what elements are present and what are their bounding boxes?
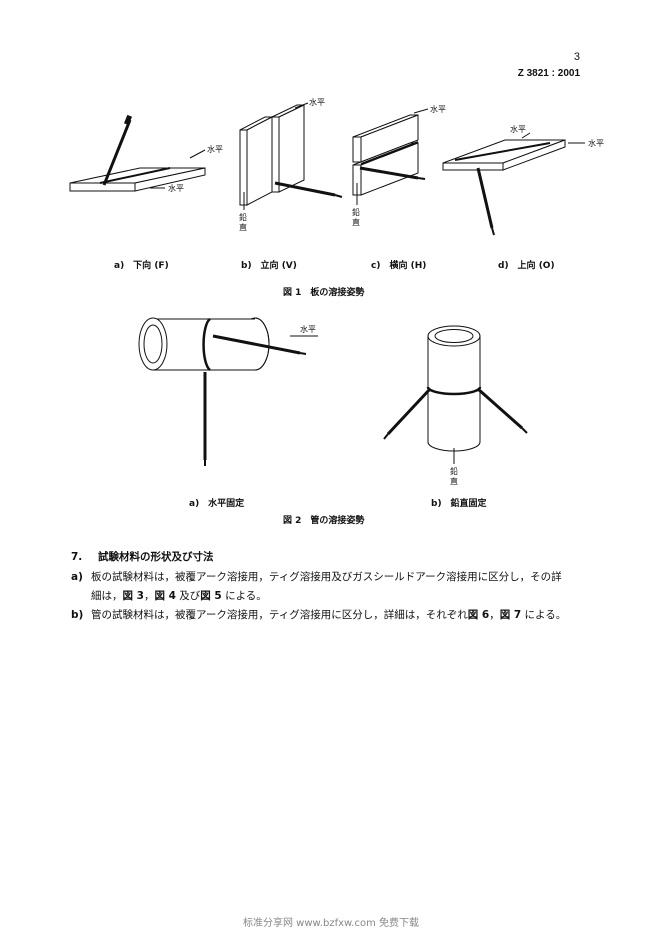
footer-watermark: 标准分享网 www.bzfxw.com 免费下载: [243, 918, 419, 929]
fig1b-vertical-drawing: 水平: [239, 97, 343, 210]
fig1-subcaption-b: b) 立向 (V): [241, 261, 297, 271]
list-marker-b: b): [71, 609, 84, 621]
fig1b-label-horizontal: 水平: [309, 97, 325, 107]
fig2a-label-horizontal: 水平: [300, 324, 316, 334]
fig1b-label-vertical: 鉛直: [239, 213, 247, 232]
fig1-subcaption-a: a) 下向 (F): [114, 261, 169, 271]
fig1d-overhead-drawing: 水平 水平: [442, 124, 604, 236]
list-marker-a: a): [71, 571, 83, 583]
fig2-caption: 図 2 管の溶接姿勢: [283, 516, 365, 526]
fig1c-label-vertical: 鉛直: [352, 208, 360, 227]
fig1-subcaption-c: c) 横向 (H): [371, 261, 427, 271]
fig1-caption: 図 1 板の溶接姿勢: [283, 288, 365, 298]
fig2a-horizontal-pipe-drawing: 水平: [138, 317, 318, 466]
ref-figure-6: 図 6: [467, 609, 490, 621]
page-number: 3: [573, 51, 580, 63]
list-item-b: b) 管の試験材料は，被覆アーク溶接用，ティグ溶接用に区分し，詳細は，それぞれ図…: [71, 606, 601, 625]
fig1-subcaption-d: d) 上向 (O): [498, 261, 555, 271]
standard-code: Z 3821 : 2001: [517, 68, 580, 79]
fig1a-flat-drawing: 水平 水平: [69, 114, 223, 193]
fig2-subcaption-a: a) 水平固定: [189, 499, 245, 509]
fig1c-horizontal-drawing: 水平: [352, 104, 446, 205]
ref-figure-7: 図 7: [499, 609, 522, 621]
section-title: 試験材料の形状及び寸法: [97, 551, 214, 563]
ref-figure-3: 図 3: [122, 590, 144, 602]
fig1a-label-horizontal-2: 水平: [168, 183, 184, 193]
list-item-a: a) 板の試験材料は，被覆アーク溶接用，ティグ溶接用及びガスシールドアーク溶接用…: [71, 568, 601, 606]
fig2b-vertical-pipe-drawing: [383, 325, 528, 464]
fig1d-label-horizontal-1: 水平: [510, 124, 526, 134]
fig1a-label-horizontal-1: 水平: [207, 144, 223, 154]
fig1c-label-horizontal: 水平: [430, 104, 446, 114]
fig1d-label-horizontal-2: 水平: [588, 138, 604, 148]
list-text-a-line2: 細は，図 3，図 4 及び図 5 による。: [91, 590, 267, 602]
welding-position-figures: 水平 水平 水平 水平: [69, 97, 604, 466]
ref-figure-4: 図 4: [154, 590, 176, 602]
fig2b-label-vertical: 鉛直: [450, 467, 458, 486]
fig2-subcaption-b: b) 鉛直固定: [431, 499, 487, 509]
section-number: 7.: [71, 551, 83, 563]
list-text-b: 管の試験材料は，被覆アーク溶接用，ティグ溶接用に区分し，詳細は，それぞれ図 6，…: [91, 609, 567, 621]
ref-figure-5: 図 5: [200, 590, 222, 602]
section-heading: 7. 試験材料の形状及び寸法: [71, 548, 213, 566]
list-text-a-line1: 板の試験材料は，被覆アーク溶接用，ティグ溶接用及びガスシールドアーク溶接用に区分…: [91, 571, 562, 583]
